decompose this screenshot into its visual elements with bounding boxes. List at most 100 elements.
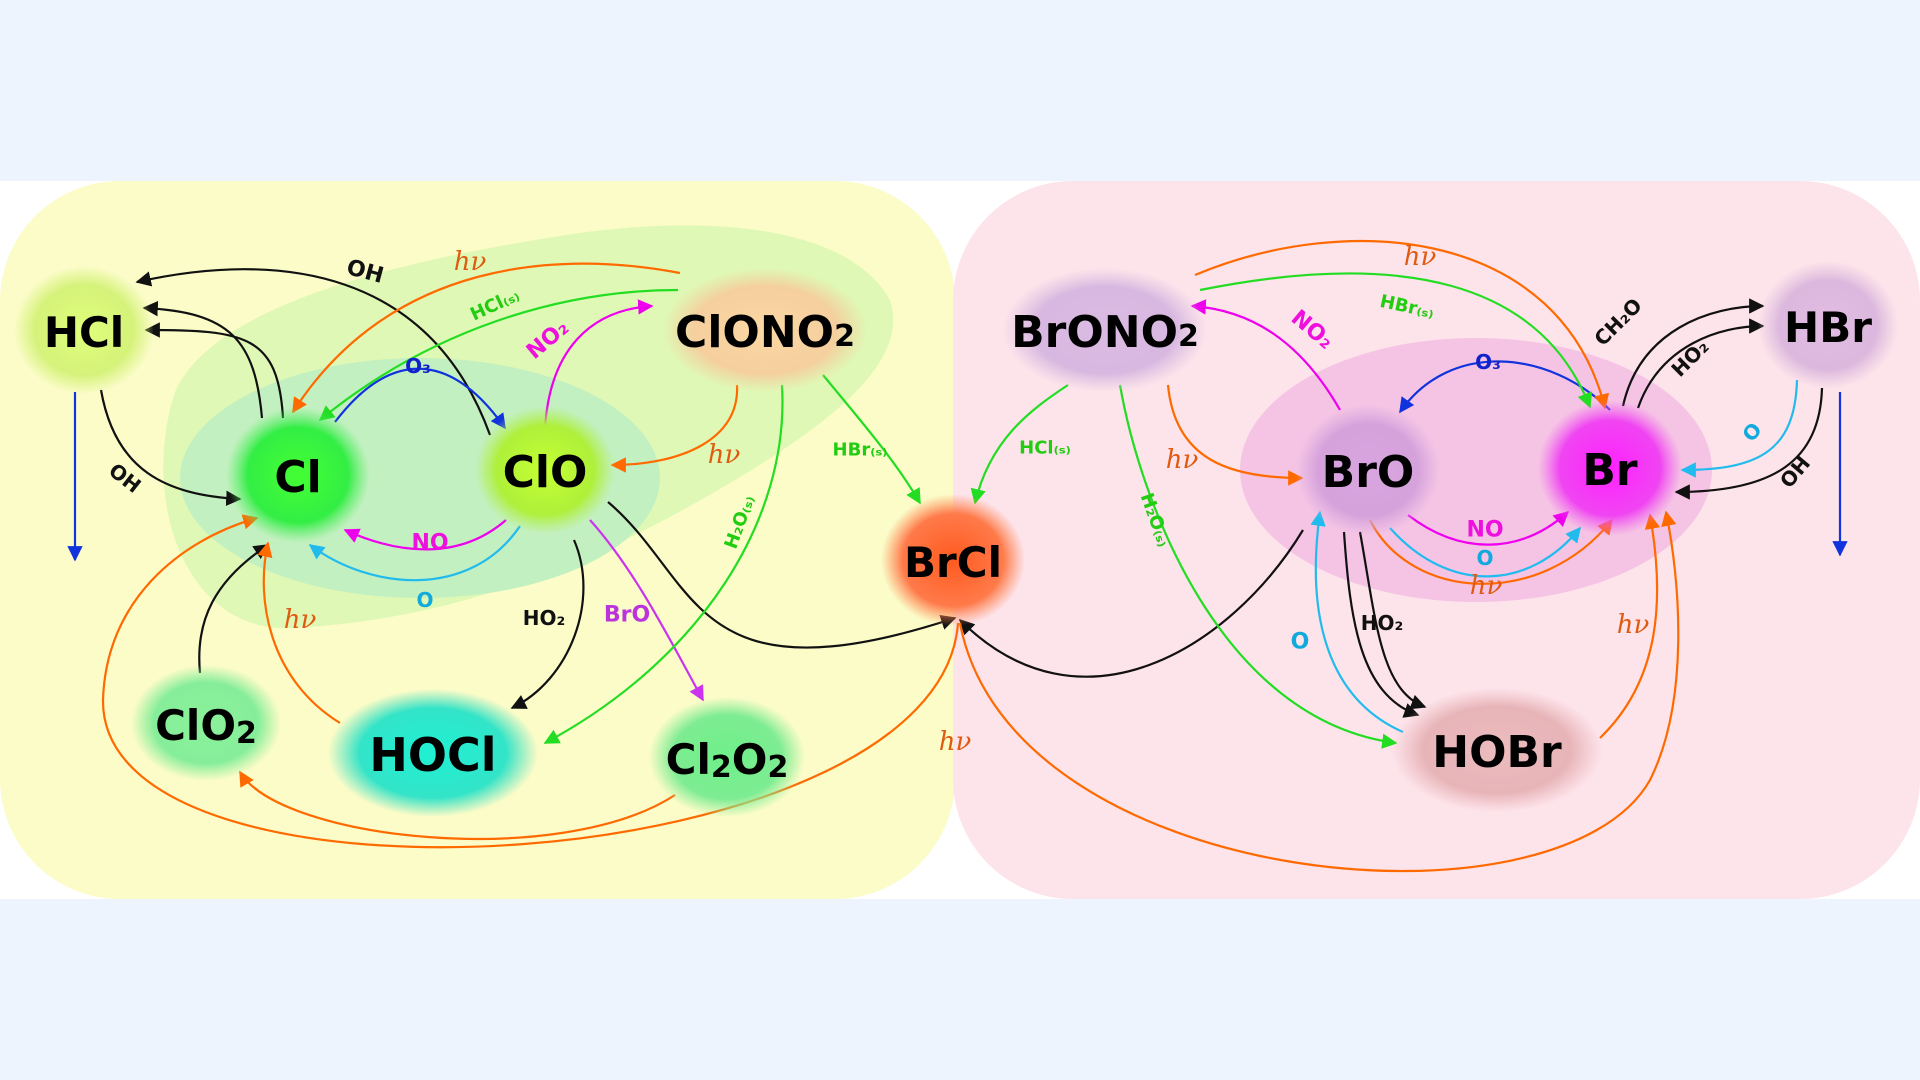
label-hv-clono2-clo: hν: [708, 440, 741, 470]
arrow-brono2-to-bro-hv: [1166, 384, 1304, 486]
node-cl[interactable]: Cl: [226, 407, 370, 543]
label-bro-left: BrO: [604, 603, 650, 628]
arrow-brono2-to-br-hbr: [1199, 272, 1593, 409]
arrow-clo-to-hocl-ho2: [510, 539, 585, 709]
node-hocl[interactable]: HOCl: [328, 689, 538, 817]
label-hcl-s-right: HCl₍ₛ₎: [1019, 438, 1071, 459]
label-o3-left: O₃: [405, 354, 431, 378]
arrow-bro-to-br-o: [1389, 526, 1581, 578]
node-hbr[interactable]: HBr: [1758, 261, 1898, 389]
arrow-br-to-bro-o3: [1399, 360, 1611, 414]
label-no-right: NO: [1466, 518, 1503, 543]
node-clo2-label: ClO: [155, 701, 236, 750]
arrow-hobr-to-bro-o: [1310, 510, 1404, 734]
arrow-clo2-to-cl: [198, 544, 270, 674]
arrow-clo-to-hcl-oh: [135, 268, 492, 436]
label-hv-top-right: hν: [1404, 242, 1437, 272]
arrow-bro-to-br-hv: [1369, 518, 1613, 585]
node-hbr-label: HBr: [1784, 303, 1872, 352]
label-ho2-right: HO₂: [1361, 611, 1404, 635]
node-brono2-label: BrONO: [1011, 307, 1178, 358]
arrow-clono2-to-cl-hcl: [318, 288, 679, 421]
label-hv-hobr-br: hν: [1617, 610, 1650, 640]
arrow-bro-to-br-no: [1407, 510, 1570, 546]
arrow-cl2o2-to-clo2-hv: [239, 770, 676, 840]
label-hv-bro-br: hν: [1470, 571, 1503, 601]
node-cl2o2[interactable]: Cl2O2: [649, 697, 805, 817]
arrow-clo-to-cl2o2-bro: [589, 519, 704, 702]
svg-text:BrONO2: BrONO2: [1011, 307, 1199, 358]
arrow-clono2-to-cl-hv: [292, 262, 681, 414]
node-br[interactable]: Br: [1538, 400, 1682, 536]
arrow-br-to-hbr-2: [1636, 318, 1765, 409]
arrow-clo-to-clono2-no2: [543, 299, 654, 429]
arrow-cl-to-clo-o3: [334, 367, 506, 430]
label-o-hobr: O: [1291, 630, 1310, 655]
node-hcl-label: HCl: [44, 308, 124, 357]
svg-text:BrCl: BrCl: [904, 538, 1002, 587]
node-cl2o2-b: 2: [711, 750, 732, 785]
arrow-hbr-to-br-o: [1680, 379, 1799, 478]
node-hcl[interactable]: HCl: [14, 266, 154, 394]
arrow-bro-to-brcl: [958, 529, 1304, 678]
svg-text:ClONO2: ClONO2: [675, 307, 855, 358]
label-hv-brcl: hν: [939, 727, 972, 757]
label-hbr-s-center: HBr₍ₛ₎: [833, 440, 888, 461]
label-o-right: O: [1476, 546, 1493, 570]
arrow-bro-to-hobr-2: [1358, 531, 1427, 710]
arrow-bro-to-hobr-1: [1342, 531, 1420, 718]
arrow-bro-to-brono2-no2: [1190, 299, 1341, 411]
label-o-left: O: [416, 588, 433, 612]
arrow-br-to-hbr-1: [1621, 298, 1765, 407]
node-bro-label: BrO: [1322, 447, 1415, 498]
arrow-brcl-to-cl-hv: [101, 514, 960, 849]
arrow-brono2-to-hobr-h2o: [1118, 384, 1398, 749]
svg-text:BrO: BrO: [1322, 447, 1415, 498]
arrow-hbr-to-br-oh: [1674, 387, 1824, 500]
svg-text:Cl: Cl: [274, 452, 321, 503]
label-hv-hocl-cl: hν: [284, 605, 317, 635]
svg-text:HCl: HCl: [44, 308, 124, 357]
arrow-brcl-to-br-hv: [958, 510, 1680, 873]
arrow-clono2-to-clo-hv: [610, 384, 739, 473]
node-brono2[interactable]: BrONO2: [1003, 268, 1207, 392]
node-clono2[interactable]: ClONO2: [663, 268, 867, 392]
arrow-hocl-to-cl-hv: [257, 541, 341, 724]
node-br-label: Br: [1582, 445, 1638, 496]
label-hv-top: hν: [454, 247, 487, 277]
node-clo-label: ClO: [503, 447, 588, 498]
arrow-hobr-to-br-hv: [1599, 513, 1660, 739]
arrow-brono2-to-br-hv: [1194, 239, 1610, 410]
arrow-clo-to-cl-no: [343, 519, 507, 551]
svg-text:Br: Br: [1582, 445, 1638, 496]
svg-text:HBr: HBr: [1784, 303, 1872, 352]
arrow-hcl-to-cl-oh: [99, 389, 242, 506]
node-brcl-label: BrCl: [904, 538, 1002, 587]
node-cl2o2-d: 2: [767, 750, 788, 785]
svg-text:ClO2: ClO2: [155, 701, 257, 751]
node-hobr-label: HOBr: [1432, 727, 1562, 778]
arrow-cl-to-hcl-2: [144, 322, 285, 419]
node-hobr[interactable]: HOBr: [1392, 688, 1602, 812]
label-no-left: NO: [411, 531, 448, 556]
svg-text:HOBr: HOBr: [1432, 727, 1562, 778]
arrow-clo-to-cl-o: [308, 525, 521, 582]
node-clono2-sub: 2: [834, 319, 855, 354]
node-cl2o2-c: O: [732, 735, 768, 784]
label-ho2-left: HO₂: [523, 606, 566, 630]
svg-text:HOCl: HOCl: [369, 728, 496, 782]
node-clo2[interactable]: ClO2: [131, 665, 281, 781]
arrow-clono2-to-hocl-h2o: [543, 384, 784, 744]
node-hocl-label: HOCl: [369, 728, 496, 782]
node-bro[interactable]: BrO: [1296, 404, 1440, 536]
node-cl2o2-a: Cl: [666, 735, 711, 784]
node-cl-label: Cl: [274, 452, 321, 503]
node-clo[interactable]: ClO: [475, 406, 615, 534]
node-brcl[interactable]: BrCl: [881, 494, 1025, 626]
label-hv-brono2-bro: hν: [1166, 445, 1199, 475]
label-o3-right: O₃: [1475, 350, 1501, 374]
arrow-clono2-to-brcl-hbr: [822, 374, 921, 505]
arrow-clo-to-brcl: [607, 501, 957, 649]
